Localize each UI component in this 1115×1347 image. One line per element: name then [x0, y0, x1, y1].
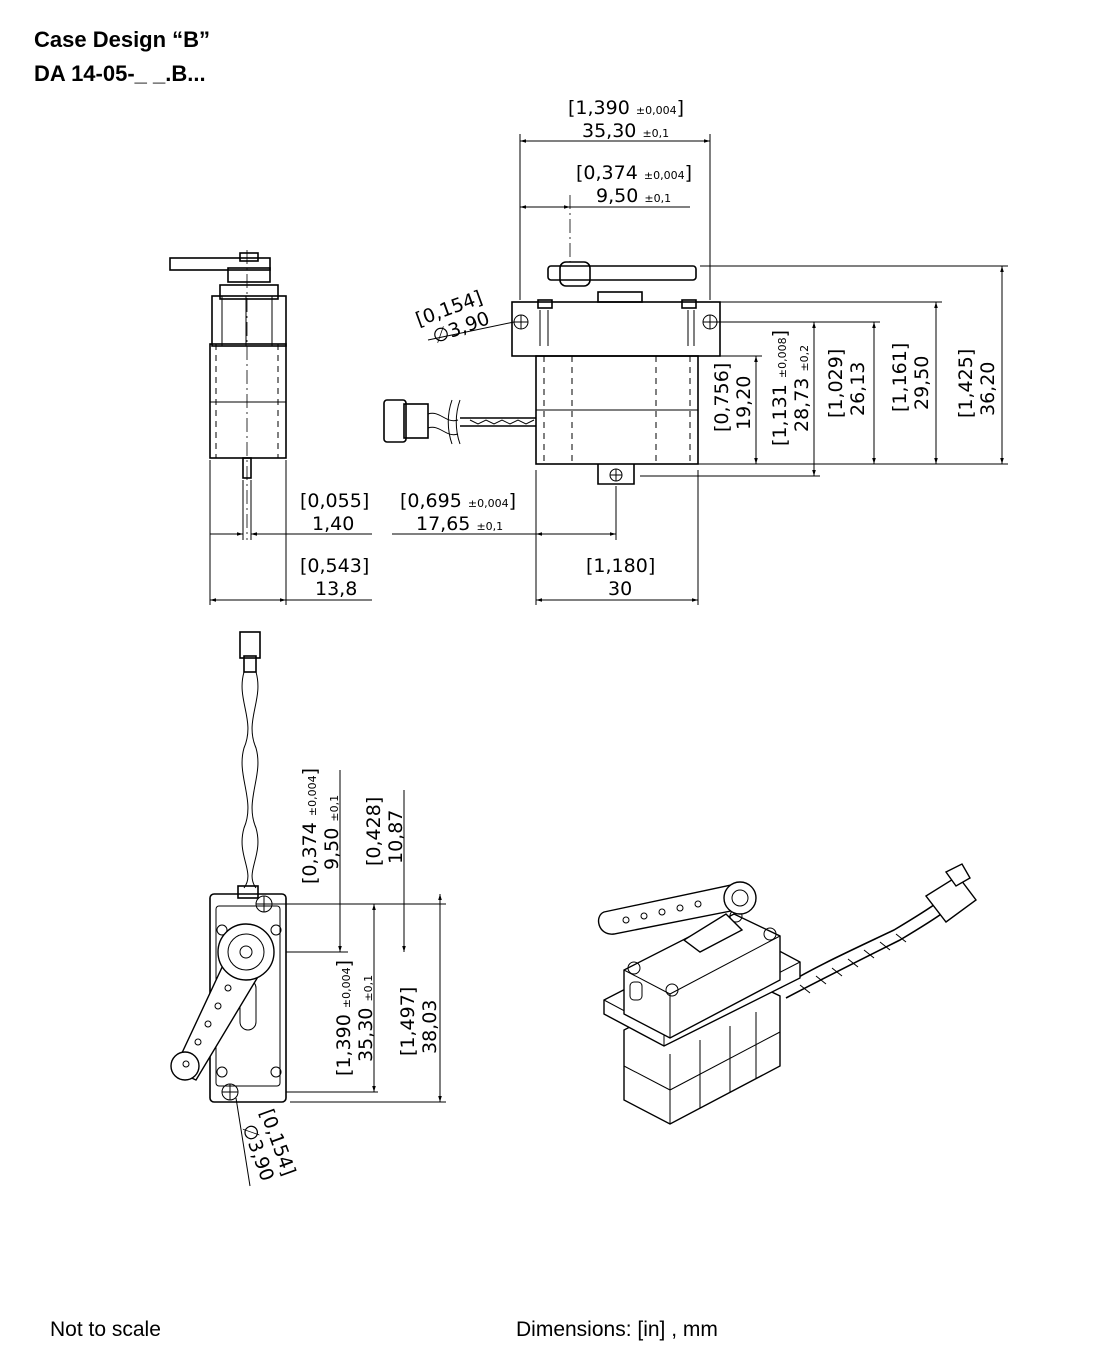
scale-note: Not to scale [50, 1318, 161, 1341]
svg-text:29,50: 29,50 [911, 356, 933, 410]
dim-h3: [1,029] 26,13 [825, 349, 869, 418]
dim-top-shaft: [0,374 ±0,004] 9,50 ±0,1 [299, 768, 343, 884]
svg-text:[0,756]: [0,756] [711, 363, 733, 432]
svg-text:[0,374 ±0,004]: [0,374 ±0,004] [576, 162, 692, 184]
svg-text:[1,180]: [1,180] [586, 555, 655, 577]
dim-overall-width: [1,390 ±0,004] 35,30 ±0,1 [568, 97, 684, 142]
svg-text:30: 30 [608, 578, 632, 600]
svg-text:38,03: 38,03 [419, 1000, 441, 1054]
svg-text:[1,029]: [1,029] [825, 349, 847, 418]
svg-text:26,13: 26,13 [847, 362, 869, 416]
svg-text:[0,428]: [0,428] [363, 797, 385, 866]
dim-top-holes: [1,390 ±0,004] 35,30 ±0,1 [333, 960, 377, 1076]
dim-side-width-mm: 13,8 [315, 578, 357, 600]
units-note: Dimensions: [in] , mm [516, 1318, 718, 1341]
dim-body-width: [1,180] 30 [586, 555, 655, 600]
svg-text:9,50 ±0,1: 9,50 ±0,1 [321, 795, 343, 870]
svg-text:[0,374 ±0,004]: [0,374 ±0,004] [299, 768, 321, 884]
svg-text:35,30 ±0,1: 35,30 ±0,1 [582, 120, 669, 142]
dim-hole-front: [0,154] ∅3,90 [413, 287, 493, 349]
svg-text:28,73 ±0,2: 28,73 ±0,2 [791, 345, 813, 432]
dim-h5: [1,425] 36,20 [955, 349, 999, 418]
side-view [169, 250, 372, 605]
svg-text:[1,497]: [1,497] [397, 987, 419, 1056]
dim-hole-top: [0,154] ∅3,90 [237, 1106, 299, 1184]
svg-text:[1,161]: [1,161] [889, 343, 911, 412]
svg-text:17,65 ±0,1: 17,65 ±0,1 [416, 513, 503, 535]
svg-text:[1,425]: [1,425] [955, 349, 977, 418]
dim-side-small-mm: 1,40 [312, 513, 354, 535]
svg-text:35,30 ±0,1: 35,30 ±0,1 [355, 975, 377, 1062]
dim-top-0428: [0,428] 10,87 [363, 797, 407, 866]
top-view [170, 631, 446, 1187]
svg-text:19,20: 19,20 [733, 376, 755, 430]
dim-h1: [0,756] 19,20 [711, 363, 755, 432]
dim-h2: [1,131 ±0,008] 28,73 ±0,2 [769, 330, 813, 446]
dim-shaft-offset: [0,374 ±0,004] 9,50 ±0,1 [576, 162, 692, 207]
isometric-view [597, 863, 977, 1125]
dim-top-length: [1,497] 38,03 [397, 987, 441, 1056]
dim-shaft-to-body: [0,695 ±0,004] 17,65 ±0,1 [400, 490, 516, 535]
dim-side-small-inch: [0,055] [300, 490, 369, 512]
svg-text:36,20: 36,20 [977, 362, 999, 416]
part-number: DA 14-05-_ _.B... [34, 61, 206, 86]
svg-text:[1,131 ±0,008]: [1,131 ±0,008] [769, 330, 791, 446]
dim-h4: [1,161] 29,50 [889, 343, 933, 412]
front-view [383, 134, 1008, 605]
svg-text:[0,695 ±0,004]: [0,695 ±0,004] [400, 490, 516, 512]
drawing-title: Case Design “B” [34, 27, 211, 52]
svg-text:[1,390 ±0,004]: [1,390 ±0,004] [333, 960, 355, 1076]
svg-text:[1,390 ±0,004]: [1,390 ±0,004] [568, 97, 684, 119]
svg-text:10,87: 10,87 [385, 810, 407, 864]
dim-side-width-inch: [0,543] [300, 555, 369, 577]
svg-text:9,50 ±0,1: 9,50 ±0,1 [596, 185, 671, 207]
